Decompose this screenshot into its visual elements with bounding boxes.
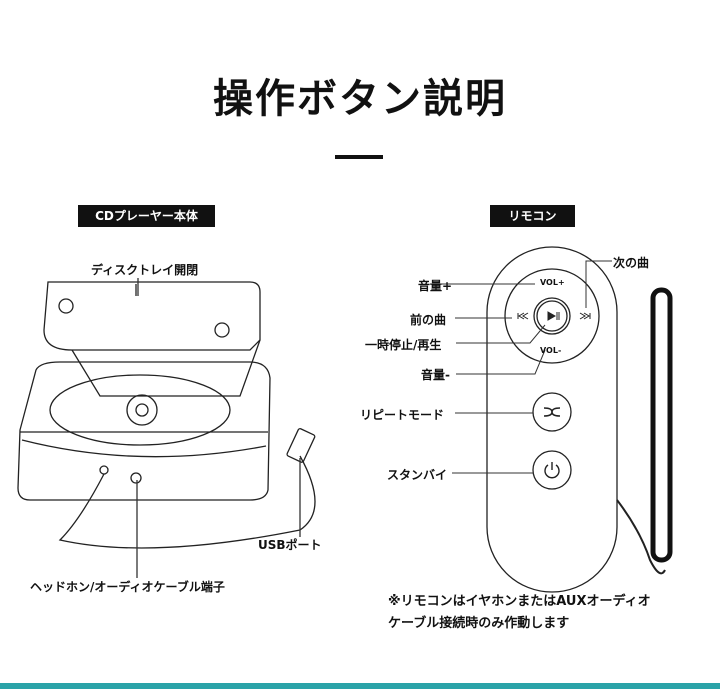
label-tray: ディスクトレイ開閉 <box>91 263 199 277</box>
section-tag-player: CDプレーヤー本体 <box>78 205 215 227</box>
strap-drawing <box>616 287 673 575</box>
accent-bar <box>0 683 720 689</box>
page-title: 操作ボタン説明 <box>213 76 507 122</box>
note-line-1: ※リモコンはイヤホンまたはAUXオーディオ <box>388 594 651 609</box>
cd-player-drawing <box>17 281 316 549</box>
vol-up-button: VOL+ <box>540 278 565 287</box>
section-tag-remote: リモコン <box>490 205 575 227</box>
label-prev: 前の曲 <box>410 313 447 327</box>
remote-drawing <box>486 246 618 593</box>
label-next: 次の曲 <box>613 256 650 270</box>
label-repeat: リピートモード <box>360 408 445 422</box>
label-play-pause: 一時停止/再生 <box>365 338 442 352</box>
label-vol-up: 音量+ <box>418 279 453 293</box>
label-vol-down: 音量- <box>421 368 450 382</box>
label-standby: スタンバイ <box>387 468 448 482</box>
vol-down-button: VOL- <box>540 346 562 355</box>
note-line-2: ケーブル接続時のみ作動します <box>388 616 570 631</box>
label-usb-port: USBポート <box>258 538 322 552</box>
label-headphone-jack: ヘッドホン/オーディオケーブル端子 <box>30 580 225 594</box>
title-divider <box>335 155 383 159</box>
